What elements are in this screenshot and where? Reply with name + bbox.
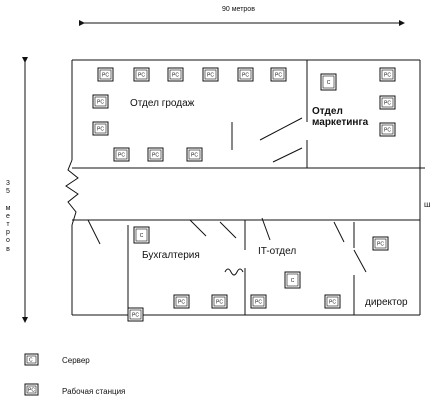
workstation-icon: PC <box>92 121 109 136</box>
workstation-icon-label: PC <box>216 300 223 306</box>
workstation-icon: PC <box>173 294 190 309</box>
workstation-icon: PC <box>379 95 396 110</box>
workstation-icon: PC <box>379 122 396 137</box>
workstation-icon-label: PC <box>377 242 384 248</box>
workstation-icon-label: PC <box>152 153 159 159</box>
workstation-icon: PC <box>113 147 130 162</box>
room-label-sales: Отдел гродаж <box>130 98 195 109</box>
workstation-icon-label: PC <box>178 300 185 306</box>
room-label-marketing: Отдел маркетинга <box>312 106 369 128</box>
workstation-icon: PC <box>97 67 114 82</box>
workstation-icon-label: PC <box>97 127 104 133</box>
bottom-partitions <box>127 220 355 315</box>
corridor-mark: ш <box>424 200 431 209</box>
workstation-icon-label: PC <box>102 73 109 79</box>
workstation-icon: PC <box>92 94 109 109</box>
workstation-icon-label: PC <box>329 300 336 306</box>
workstation-icon: PC <box>202 67 219 82</box>
workstation-icon: PC <box>167 67 184 82</box>
devices: PC PC PC PC PC PC PC PC PC PC PC PC PC PC PC PC PC PC PC PC… <box>92 67 396 322</box>
legend-workstation-icon-label: PC <box>28 388 35 394</box>
workstation-icon-label: PC <box>384 101 391 107</box>
workstation-icon-label: PC <box>97 100 104 106</box>
legend-server-icon: С <box>24 353 39 366</box>
workstation-icon-label: PC <box>191 153 198 159</box>
width-label: 90 метров <box>222 6 255 13</box>
server-icon: С <box>320 73 337 91</box>
server-icon-label: С <box>291 278 295 284</box>
workstation-icon-label: PC <box>242 73 249 79</box>
workstation-icon: PC <box>379 67 396 82</box>
top-partitions <box>231 60 308 168</box>
workstation-icon-label: PC <box>172 73 179 79</box>
workstation-icon: PC <box>250 294 267 309</box>
server-icon-label: С <box>327 80 331 86</box>
workstation-icon-label: PC <box>255 300 262 306</box>
height-label: 3 5 м е т р о в <box>5 180 11 253</box>
workstation-icon-label: PC <box>207 73 214 79</box>
building-outline <box>71 59 421 316</box>
workstation-icon: PC <box>324 294 341 309</box>
server-icon: С <box>133 226 150 244</box>
room-label-accounting: Бухгалтерия <box>142 250 200 261</box>
workstation-icon: PC <box>372 236 389 251</box>
wall-break-zigzag <box>65 159 79 226</box>
room-label-director: директор <box>365 297 408 308</box>
server-icon-label: С <box>140 233 144 239</box>
legend-server-text: Сервер <box>62 356 90 365</box>
room-label-it: IT-отдел <box>258 246 297 257</box>
workstation-icon: PC <box>127 307 144 322</box>
workstation-icon-label: PC <box>138 73 145 79</box>
door-swings <box>87 117 367 276</box>
workstation-icon: PC <box>147 147 164 162</box>
workstation-icon: PC <box>270 67 287 82</box>
workstation-icon: PC <box>186 147 203 162</box>
corridor-walls <box>72 167 425 221</box>
workstation-icon: PC <box>133 67 150 82</box>
workstation-icon-label: PC <box>118 153 125 159</box>
workstation-icon-label: PC <box>384 128 391 134</box>
legend-workstation-icon: PC <box>24 383 39 396</box>
server-icon: С <box>284 271 301 289</box>
workstation-icon-label: PC <box>384 73 391 79</box>
workstation-icon: PC <box>211 294 228 309</box>
workstation-icon-label: PC <box>132 313 139 319</box>
legend-workstation-text: Рабочая станция <box>62 387 126 396</box>
workstation-icon-label: PC <box>275 73 282 79</box>
workstation-icon: PC <box>237 67 254 82</box>
legend-server-icon-label: С <box>29 358 33 364</box>
